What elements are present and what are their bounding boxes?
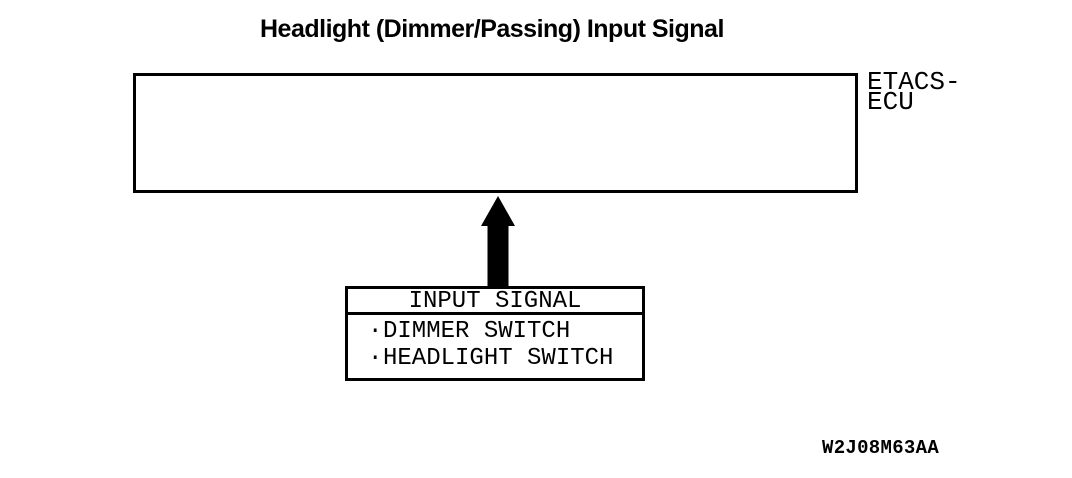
input-signal-header: INPUT SIGNAL — [348, 289, 642, 315]
input-signal-item-headlight-switch: ·HEADLIGHT SWITCH — [368, 345, 638, 372]
etacs-ecu-label-line1: ETACS- — [867, 67, 961, 97]
input-signal-body: ·DIMMER SWITCH ·HEADLIGHT SWITCH — [348, 315, 642, 378]
etacs-ecu-block — [133, 73, 858, 193]
input-signal-item-label: DIMMER SWITCH — [383, 318, 571, 345]
figure-code: W2J08M63AA — [822, 437, 940, 459]
etacs-ecu-label-line2: ECU — [867, 87, 914, 117]
input-signal-item-dimmer-switch: ·DIMMER SWITCH — [368, 318, 638, 345]
diagram-title: Headlight (Dimmer/Passing) Input Signal — [260, 15, 724, 43]
bullet-icon: · — [368, 345, 383, 372]
up-arrow-icon — [481, 196, 515, 286]
input-signal-box: INPUT SIGNAL ·DIMMER SWITCH ·HEADLIGHT S… — [345, 286, 645, 381]
input-signal-item-label: HEADLIGHT SWITCH — [383, 345, 614, 372]
etacs-ecu-label: ETACS- ECU — [867, 67, 961, 117]
bullet-icon: · — [368, 318, 383, 345]
